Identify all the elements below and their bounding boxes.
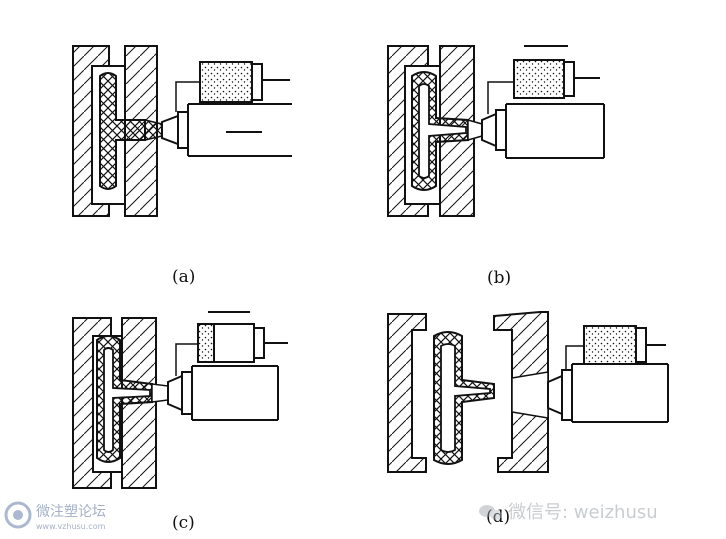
wechat-icon-bubble <box>490 510 502 520</box>
panel-c <box>72 311 288 489</box>
watermark-forum-url: www.vzhusu.com <box>36 522 106 531</box>
wechat-icon <box>479 505 495 517</box>
caption-c: (c) <box>172 513 195 533</box>
watermark-right: 微信号: weizhusu <box>479 502 658 523</box>
watermark-forum-name: 微注塑论坛 <box>36 504 106 520</box>
watermark-left: 微注塑论坛 www.vzhusu.com <box>4 501 106 531</box>
panel-a <box>72 45 292 217</box>
caption-b: (b) <box>487 268 511 288</box>
forum-logo-dot-icon <box>13 510 23 520</box>
panel-b <box>387 45 605 217</box>
watermark-wechat-id: 微信号: weizhusu <box>508 502 658 523</box>
panel-d <box>387 311 669 473</box>
caption-d: (d) <box>486 507 510 527</box>
caption-a: (a) <box>172 267 195 287</box>
forum-logo-icon <box>4 501 32 529</box>
